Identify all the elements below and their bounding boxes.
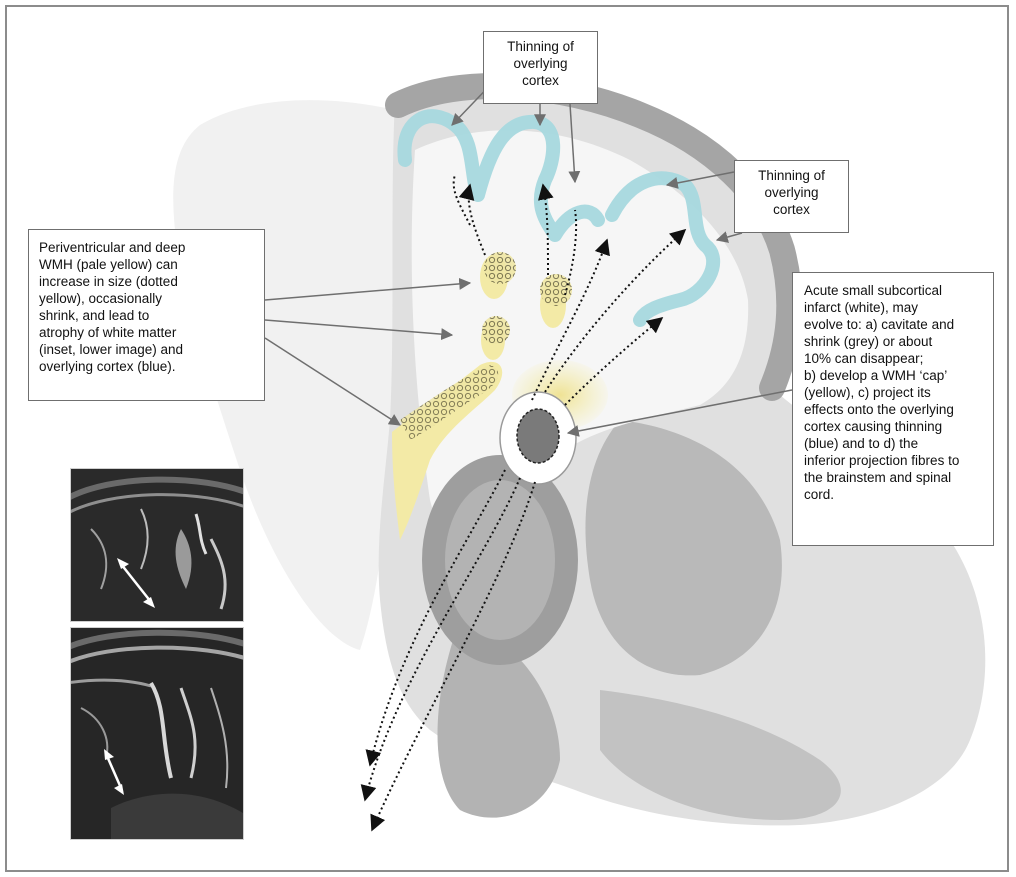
callout-line: Periventricular and deep xyxy=(39,239,254,256)
callout-infarct: Acute small subcortical infarct (white),… xyxy=(792,272,994,546)
callout-line: Thinning of xyxy=(488,38,593,55)
cavitated-infarct xyxy=(517,409,559,463)
callout-line: overlying xyxy=(739,184,844,201)
callout-line: shrink, and lead to xyxy=(39,307,254,324)
callout-line: increase in size (dotted xyxy=(39,273,254,290)
callout-line: cord. xyxy=(804,486,982,503)
callout-line: evolve to: a) cavitate and xyxy=(804,316,982,333)
callout-line: overlying cortex (blue). xyxy=(39,358,254,375)
callout-line: Acute small subcortical xyxy=(804,282,982,299)
callout-line: WMH (pale yellow) can xyxy=(39,256,254,273)
callout-line: the brainstem and spinal xyxy=(804,469,982,486)
mri-atrophy-after xyxy=(70,627,244,840)
callout-line: cortex causing thinning xyxy=(804,418,982,435)
callout-line: effects onto the overlying xyxy=(804,401,982,418)
callout-line: 10% can disappear; xyxy=(804,350,982,367)
callout-line: b) develop a WMH ‘cap’ xyxy=(804,367,982,384)
callout-line: atrophy of white matter xyxy=(39,324,254,341)
callout-line: Thinning of xyxy=(739,167,844,184)
callout-cortex-thinning-top: Thinning of overlying cortex xyxy=(483,31,598,104)
callout-line: infarct (white), may xyxy=(804,299,982,316)
callout-line: cortex xyxy=(488,72,593,89)
callout-line: (inset, lower image) and xyxy=(39,341,254,358)
callout-line: (blue) and to d) the xyxy=(804,435,982,452)
callout-line: inferior projection fibres to xyxy=(804,452,982,469)
callout-cortex-thinning-right: Thinning of overlying cortex xyxy=(734,160,849,233)
callout-line: cortex xyxy=(739,201,844,218)
callout-line: (yellow), c) project its xyxy=(804,384,982,401)
mri-atrophy-before xyxy=(70,468,244,622)
callout-line: yellow), occasionally xyxy=(39,290,254,307)
callout-wmh: Periventricular and deep WMH (pale yello… xyxy=(28,229,265,401)
callout-line: shrink (grey) or about xyxy=(804,333,982,350)
callout-line: overlying xyxy=(488,55,593,72)
